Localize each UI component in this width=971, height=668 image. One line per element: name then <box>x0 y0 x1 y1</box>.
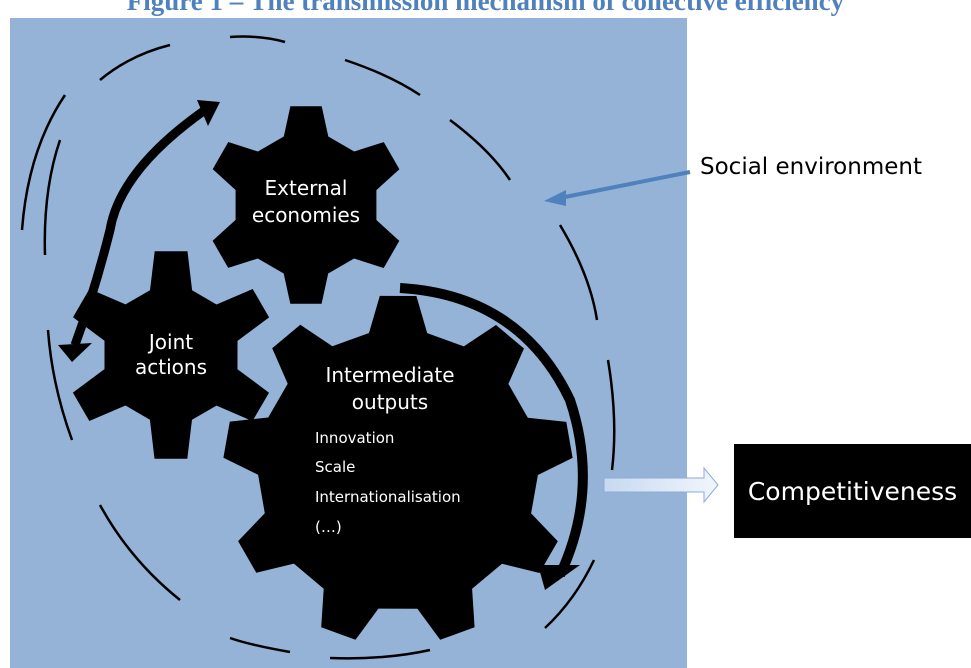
external-economies-line1: External <box>265 176 348 200</box>
gear-joint-actions <box>72 251 270 459</box>
output-item-innovation: Innovation <box>315 429 394 447</box>
outer-ring <box>20 35 616 660</box>
left-arrow-head-bottom <box>58 343 92 362</box>
competitiveness-arrow <box>603 466 719 504</box>
external-economies-line2: economies <box>252 203 360 227</box>
competitiveness-box: Competitiveness <box>734 444 971 538</box>
joint-actions-line2: actions <box>135 355 207 379</box>
intermediate-outputs-line2: outputs <box>352 390 428 414</box>
gear-intermediate-outputs <box>223 295 573 640</box>
social-environment-pointer <box>544 170 691 206</box>
output-item-internationalisation: Internationalisation <box>315 488 461 506</box>
intermediate-outputs-line1: Intermediate <box>325 363 454 387</box>
output-item-scale: Scale <box>315 458 355 476</box>
social-environment-label: Social environment <box>700 154 922 180</box>
output-item-etc: (…) <box>315 518 342 536</box>
gear-shapes <box>72 106 573 640</box>
figure-title: Figure 1 – The transmission mechanism of… <box>126 0 845 16</box>
gear-external-economies <box>212 106 400 304</box>
right-curved-arrow <box>399 283 588 578</box>
left-arrow-head-top <box>197 100 220 126</box>
right-arrow-head <box>538 565 580 590</box>
joint-actions-line1: Joint <box>147 330 193 354</box>
